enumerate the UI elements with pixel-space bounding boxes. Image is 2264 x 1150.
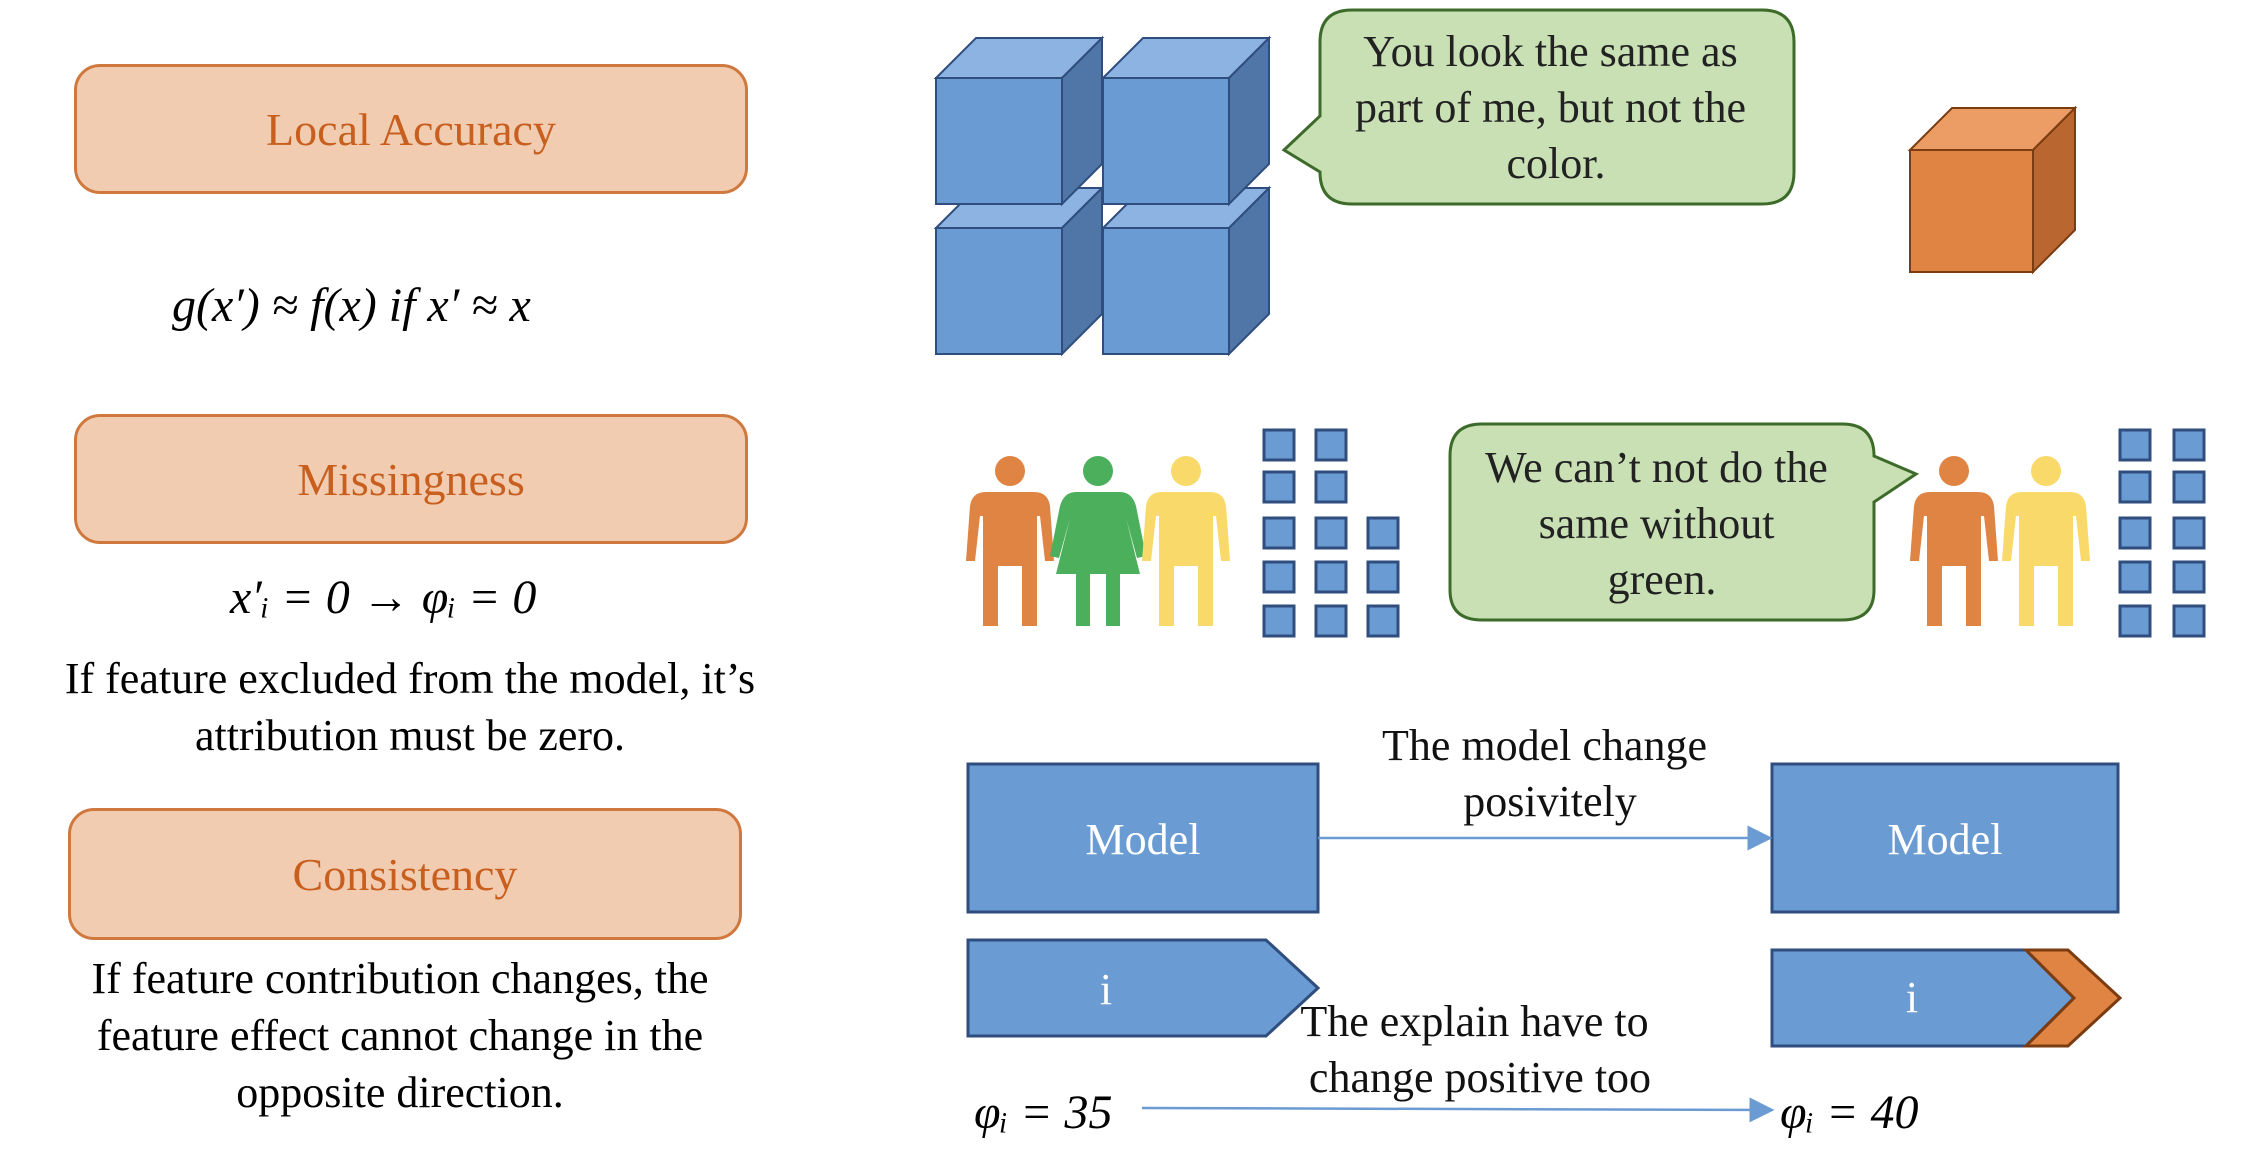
consistency-title: Consistency [292,848,518,900]
person-green-woman [1050,456,1146,626]
feature-label-right: i [1906,973,1918,1022]
consistency-desc-line: opposite direction. [236,1068,564,1117]
feature-grid-left [1262,428,1400,638]
explanation-change-label: The explain have to change positive too [1300,997,1659,1102]
model-change-label: The model change posivitely [1382,721,1718,826]
missingness-title: Missingness [297,453,525,505]
phi-left-value: φᵢ = 35 [974,1086,1113,1139]
consistency-desc-line: If feature contribution changes, the [91,954,709,1003]
local-accuracy-box: Local Accuracy [74,64,748,194]
feature-label-left: i [1100,965,1112,1014]
missingness-box: Missingness [74,414,748,544]
consistency-box: Consistency [68,808,742,940]
consistency-desc-line: feature effect cannot change in the [96,1011,704,1060]
speech-bubble-1 [1281,8,1796,206]
missingness-desc-line: attribution must be zero. [194,711,626,760]
person-yellow-left [1142,456,1230,626]
missingness-description: If feature excluded from the model, it’s… [20,650,800,764]
orange-cube [1907,105,2078,275]
model-box-left [966,762,1320,914]
person-orange-right [1910,456,1998,626]
model-label-left: Model [1086,815,1201,864]
person-orange-left [966,456,1054,626]
consistency-description: If feature contribution changes, the fea… [20,950,780,1121]
model-label-right: Model [1888,815,2003,864]
explanation-change-arrow [1141,1097,1775,1123]
missingness-formula: x′ᵢ = 0 → φᵢ = 0 [230,571,537,624]
phi-right-value: φᵢ = 40 [1780,1086,1919,1139]
bubble-2-text: We can’t not do the same without green. [1485,443,1839,604]
feature-pentagon-left [966,938,1321,1038]
model-box-right [1770,762,2120,914]
bubble-1-text: You look the same as part of me, but not… [1355,27,1757,188]
feature-grid-right [2118,428,2206,638]
local-accuracy-title: Local Accuracy [266,103,556,155]
local-accuracy-formula: g(x′) ≈ f(x) if x′ ≈ x [172,279,531,332]
blue-cube-cluster [935,37,1270,355]
missingness-desc-line: If feature excluded from the model, it’s [64,654,756,703]
person-yellow-right [2002,456,2090,626]
speech-bubble-2 [1448,422,1920,622]
